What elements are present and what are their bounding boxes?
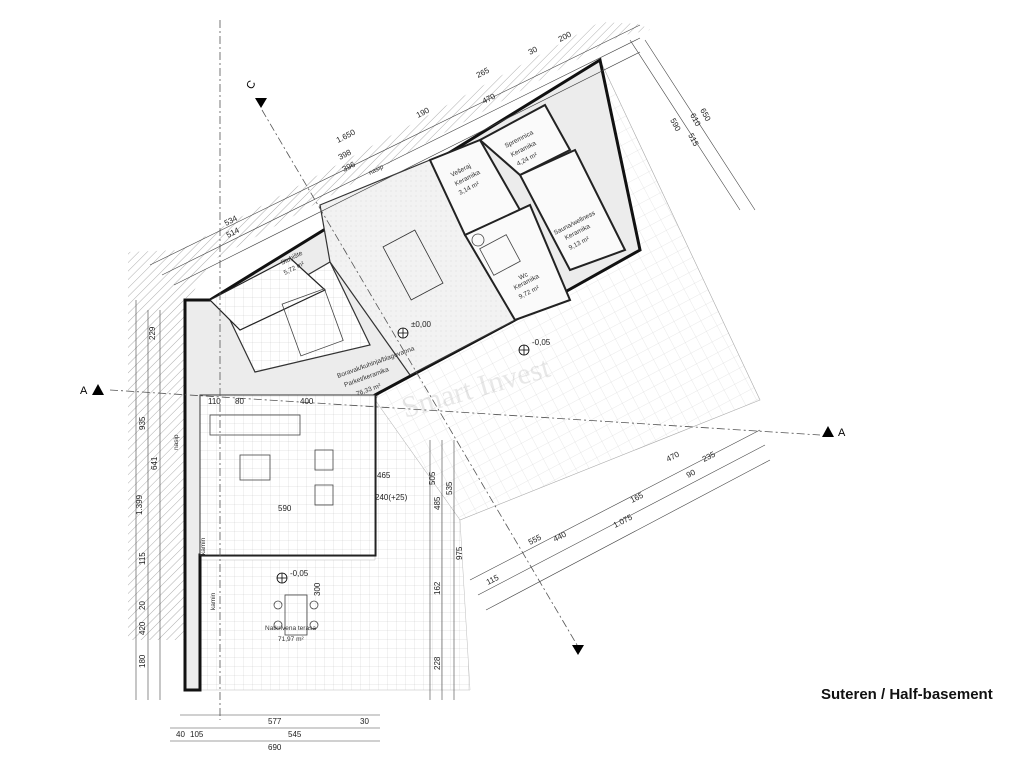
dim-bottom-545: 545 [288, 730, 302, 739]
dim-left-180: 180 [138, 654, 147, 668]
dim-mid-975: 975 [455, 546, 464, 560]
level-right: -0,05 [532, 338, 551, 347]
nasip-left-label: nasip [173, 434, 180, 450]
section-a-right: A [838, 427, 846, 439]
kamin-label-1: kamin [200, 537, 207, 555]
dim-left-229: 229 [148, 326, 157, 340]
axis-lines [109, 20, 821, 720]
level-main: ±0,00 [411, 320, 432, 329]
dim-top-265: 265 [475, 65, 491, 79]
level-markers: ±0,00 -0,05 -0,05 [276, 320, 551, 584]
dimension-lines [135, 24, 771, 742]
building-walls [183, 57, 642, 692]
dim-diag-235: 235 [701, 449, 717, 463]
dim-top-30: 30 [527, 44, 540, 56]
dim-left-200: 20 [138, 601, 147, 610]
level-terrace: -0,05 [290, 569, 309, 578]
dim-diag-470: 470 [665, 449, 681, 463]
dim-left-115: 115 [138, 552, 147, 565]
dim-left-641: 641 [150, 456, 159, 470]
dim-int-400: 400 [300, 397, 314, 406]
room-terrace-name: Natkrivena terasa [265, 625, 316, 632]
level-marker-terrace-icon [276, 572, 288, 584]
section-markers [92, 98, 834, 655]
dim-right-590: 590 [668, 117, 682, 133]
dim-left-1399: 1.399 [135, 494, 144, 515]
dim-mid-505: 505 [428, 471, 437, 485]
kamin-label-2: kamin [210, 592, 217, 610]
dim-int-465: 465 [377, 471, 391, 480]
section-a-left: A [80, 385, 88, 397]
dim-bottom-30: 30 [360, 717, 369, 726]
dim-diag-440: 440 [552, 529, 568, 543]
dim-int-240: 240(+25) [375, 493, 408, 502]
dim-int-110: 110 [208, 397, 221, 406]
furniture [209, 229, 521, 636]
dim-diag-165: 165 [629, 490, 645, 504]
dim-mid-485: 485 [433, 496, 442, 510]
dim-bottom-40: 40 [176, 730, 185, 739]
level-marker-main-icon [397, 327, 409, 339]
dim-mid-162: 162 [433, 581, 442, 595]
dim-mid-535: 535 [445, 481, 454, 495]
dim-mid-228: 228 [433, 656, 442, 670]
room-terrace-area: 71,97 m² [278, 636, 304, 643]
dim-top-1650: 1.650 [335, 127, 357, 144]
dim-diag-555: 555 [527, 532, 543, 546]
dim-int-590: 590 [278, 504, 292, 513]
level-marker-right-icon [518, 344, 530, 356]
dim-bottom-105: 105 [190, 730, 204, 739]
earth-fill [128, 22, 650, 640]
dim-int-300: 300 [313, 582, 322, 596]
dim-left-935: 935 [138, 416, 147, 430]
room-wc-name: Wc [518, 271, 530, 282]
dim-left-420: 420 [138, 621, 147, 635]
drawing-subtitle: Suteren / Half-basement [821, 686, 993, 703]
dim-int-80: 80 [235, 397, 244, 406]
dim-diag-90: 90 [685, 467, 698, 479]
section-c-top: C [244, 79, 258, 92]
dim-bottom-690: 690 [268, 743, 282, 752]
dim-bottom-577: 577 [268, 717, 282, 726]
